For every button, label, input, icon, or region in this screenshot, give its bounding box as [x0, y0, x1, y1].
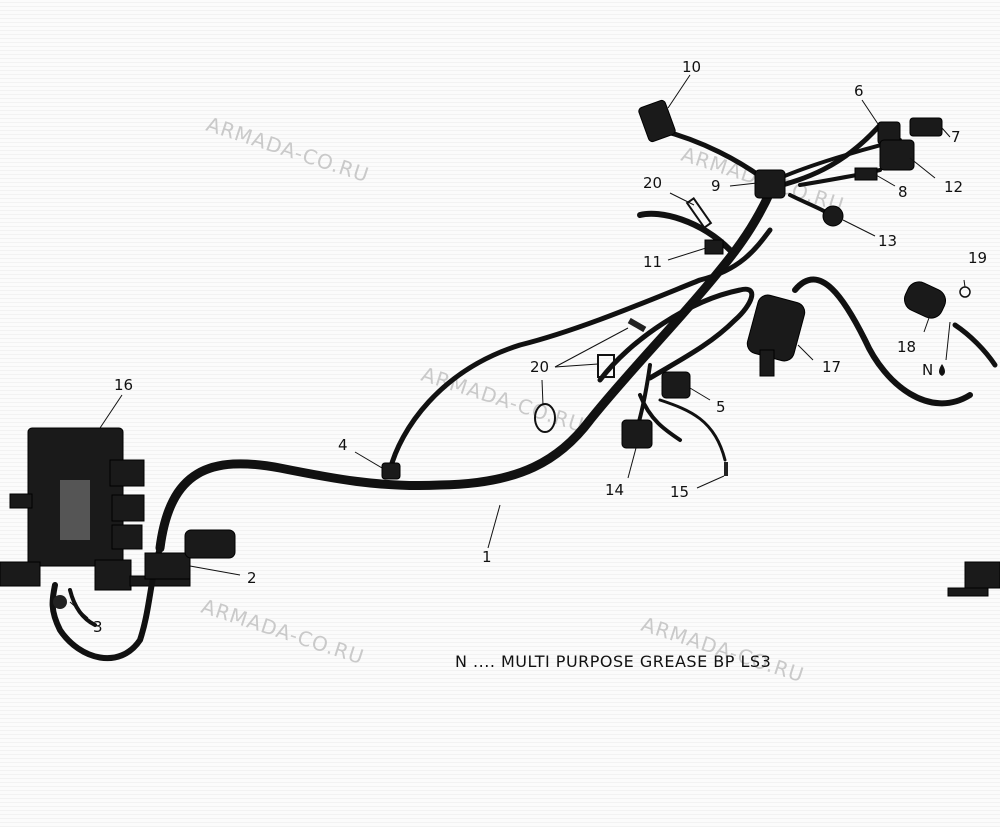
cable-tie-20 — [627, 317, 647, 333]
connector-7 — [909, 117, 943, 137]
sensor-13 — [822, 205, 844, 227]
ecu-module — [0, 427, 191, 591]
watermark: ARMADA-CO.RU — [198, 594, 367, 669]
watermark: ARMADA-CO.RU — [203, 112, 372, 187]
relay-12 — [879, 139, 915, 171]
spring-19 — [959, 286, 971, 298]
ignition-coil-17 — [759, 349, 775, 377]
callout-10: 10 — [682, 58, 701, 76]
callout-6: 6 — [854, 82, 864, 100]
callout-12: 12 — [944, 178, 963, 196]
callout-7: 7 — [951, 128, 961, 146]
connector-5 — [661, 371, 691, 399]
grommet-4 — [381, 462, 401, 480]
frame-bracket — [964, 561, 1000, 589]
connector-3 — [53, 595, 67, 609]
callout-n: N — [922, 361, 933, 379]
callout-2: 2 — [247, 569, 257, 587]
connector-9 — [754, 169, 786, 199]
callout-20-top: 20 — [643, 174, 662, 192]
grease-note: N .... MULTI PURPOSE GREASE BP LS3 — [455, 652, 771, 671]
watermark: ARMADA-CO.RU — [638, 612, 807, 687]
cable-tie-20 — [597, 354, 615, 378]
callout-14: 14 — [605, 481, 624, 499]
terminal-15 — [724, 462, 728, 476]
cable-tie-20 — [534, 403, 556, 433]
terminal-8 — [854, 167, 878, 181]
callout-16: 16 — [114, 376, 133, 394]
callout-9: 9 — [711, 177, 721, 195]
connector-2 — [144, 552, 191, 580]
watermark: ARMADA-CO.RU — [418, 362, 587, 437]
frame-bracket — [947, 587, 989, 597]
callout-11: 11 — [643, 253, 662, 271]
callout-18: 18 — [897, 338, 916, 356]
ignition-coil-17 — [746, 294, 806, 362]
grease-drop-icon — [939, 364, 945, 376]
callout-8: 8 — [898, 183, 908, 201]
callout-20-mid: 20 — [530, 358, 549, 376]
spark-plug-cap-18 — [903, 281, 947, 319]
cable-tie-20 — [685, 197, 713, 229]
callout-17: 17 — [822, 358, 841, 376]
connector-14 — [621, 419, 653, 449]
clip-11 — [704, 239, 724, 255]
connector-10 — [638, 99, 676, 143]
main-harness — [49, 122, 998, 661]
callout-4: 4 — [338, 436, 348, 454]
callout-13: 13 — [878, 232, 897, 250]
callout-5: 5 — [716, 398, 726, 416]
callout-3: 3 — [93, 618, 103, 636]
connector-2 — [184, 529, 236, 559]
leader-lines — [69, 74, 966, 619]
callout-19: 19 — [968, 249, 987, 267]
callout-15: 15 — [670, 483, 689, 501]
callout-1: 1 — [482, 548, 492, 566]
